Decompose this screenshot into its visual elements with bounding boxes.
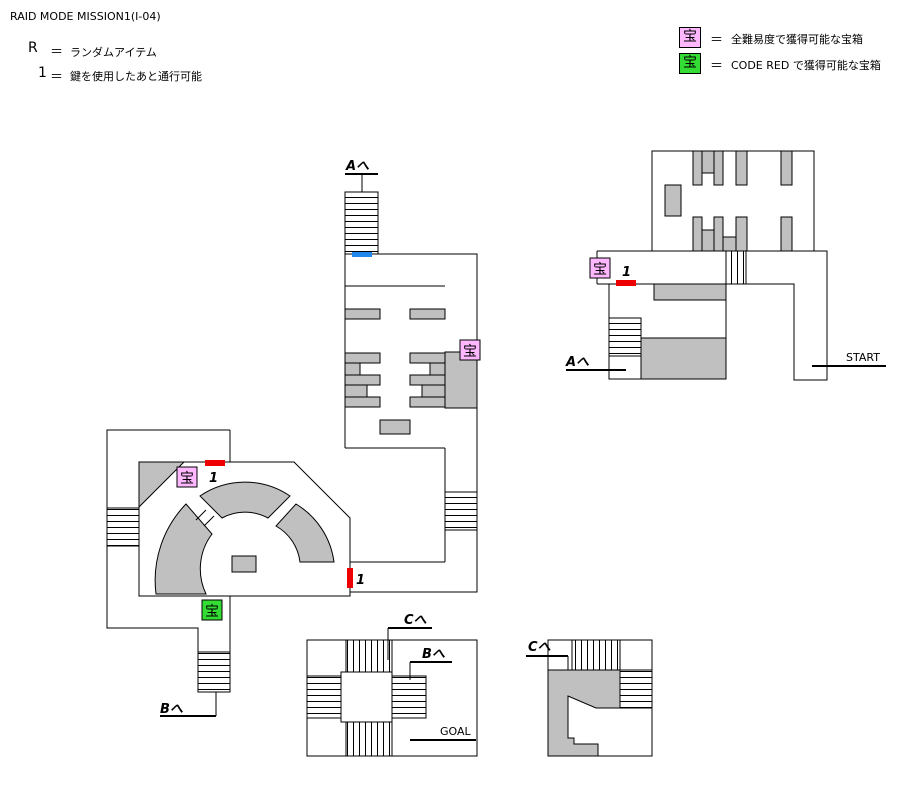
legend-key-desc: 鍵を使用したあと通行可能 (70, 70, 202, 83)
label-to-b-mid: Bへ (422, 647, 446, 662)
lock-label: 1 (209, 471, 218, 486)
legend-equals: ＝ (710, 59, 724, 74)
legend-equals: ＝ (50, 70, 64, 85)
legend-chest-all-icon: 宝 (679, 27, 701, 48)
lock-door (347, 568, 353, 588)
central-room: Aへ (344, 159, 478, 593)
svg-text:宝: 宝 (205, 604, 219, 620)
legend-chest-all-desc: 全難易度で獲得可能な宝箱 (731, 33, 863, 46)
svg-text:宝: 宝 (180, 471, 194, 487)
label-to-a-right: Aへ (565, 355, 590, 370)
legend-key-symbol: 1 (38, 65, 47, 81)
label-goal: GOAL (440, 725, 472, 738)
goal-room: Cへ Bへ GOAL (306, 613, 478, 757)
label-to-a-top: Aへ (345, 159, 370, 174)
arena-room: Bへ (106, 429, 477, 717)
chest-marker: 宝 (176, 466, 198, 488)
legend-chest-red-desc: CODE RED で獲得可能な宝箱 (731, 59, 881, 72)
blue-door (352, 252, 372, 257)
c-room: Cへ (526, 639, 653, 757)
legend-chest-red-icon: 宝 (679, 53, 701, 74)
map-title: RAID MODE MISSION1(I-04) (10, 10, 161, 23)
lock-door (205, 460, 225, 466)
svg-text:宝: 宝 (593, 262, 607, 278)
lock-label: 1 (356, 573, 365, 588)
chest-marker: 宝 (459, 339, 481, 361)
legend-random-desc: ランダムアイテム (70, 46, 157, 59)
legend-equals: ＝ (50, 45, 64, 60)
label-to-c-mid: Cへ (404, 613, 428, 628)
svg-text:宝: 宝 (463, 344, 477, 360)
chest-marker: 宝 (201, 599, 223, 621)
legend-random-symbol: R (28, 40, 38, 56)
legend-equals: ＝ (710, 33, 724, 48)
lock-label: 1 (622, 265, 631, 280)
label-to-c-right: Cへ (528, 640, 552, 655)
label-to-b-left: Bへ (160, 702, 184, 717)
start-room: 1 宝 Aへ START (565, 150, 886, 381)
label-start: START (846, 351, 880, 364)
